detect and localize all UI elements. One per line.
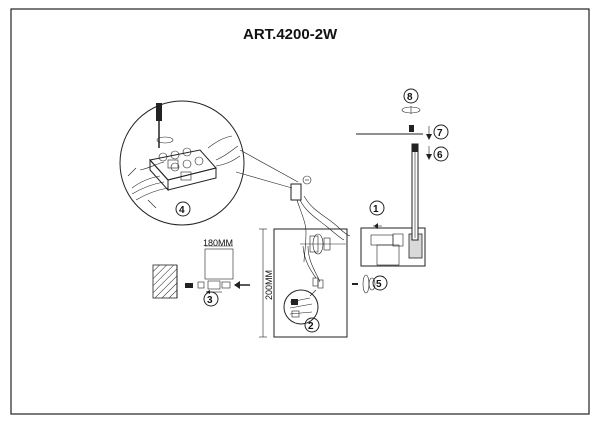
wire-connector-icon bbox=[300, 233, 346, 289]
step-8-label: 8 bbox=[407, 92, 413, 103]
step-1-label: 1 bbox=[373, 204, 379, 215]
step-3-label: 3 bbox=[207, 295, 213, 306]
lamp-arm-icon bbox=[356, 133, 423, 241]
diagram-title: ART.4200-2W bbox=[243, 26, 338, 43]
wire-connector-detail: 4 bbox=[119, 100, 299, 226]
step-7-label: 7 bbox=[437, 128, 443, 139]
page-frame bbox=[10, 8, 590, 415]
screwdriver-icon bbox=[156, 103, 174, 148]
screw-icon bbox=[401, 106, 421, 132]
width-dimension-label: 180MM bbox=[203, 238, 233, 248]
fixing-screw: 5 bbox=[352, 274, 388, 294]
step-5-label: 5 bbox=[376, 279, 382, 290]
terminal-block bbox=[149, 147, 217, 192]
step-4-label: 4 bbox=[179, 205, 185, 216]
anchor-spacing-dimension: 180MM bbox=[203, 238, 234, 280]
wall-anchor-icon bbox=[185, 280, 250, 294]
step-2-label: 2 bbox=[308, 321, 314, 332]
mounting-bracket bbox=[290, 175, 351, 263]
wires bbox=[127, 135, 241, 209]
wire-detail: 2 bbox=[283, 289, 320, 333]
step-6-label: 6 bbox=[437, 150, 443, 161]
wall-section bbox=[152, 264, 178, 299]
wall-box: 200MM 2 bbox=[259, 228, 348, 338]
height-dimension-label: 200MM bbox=[264, 270, 274, 300]
